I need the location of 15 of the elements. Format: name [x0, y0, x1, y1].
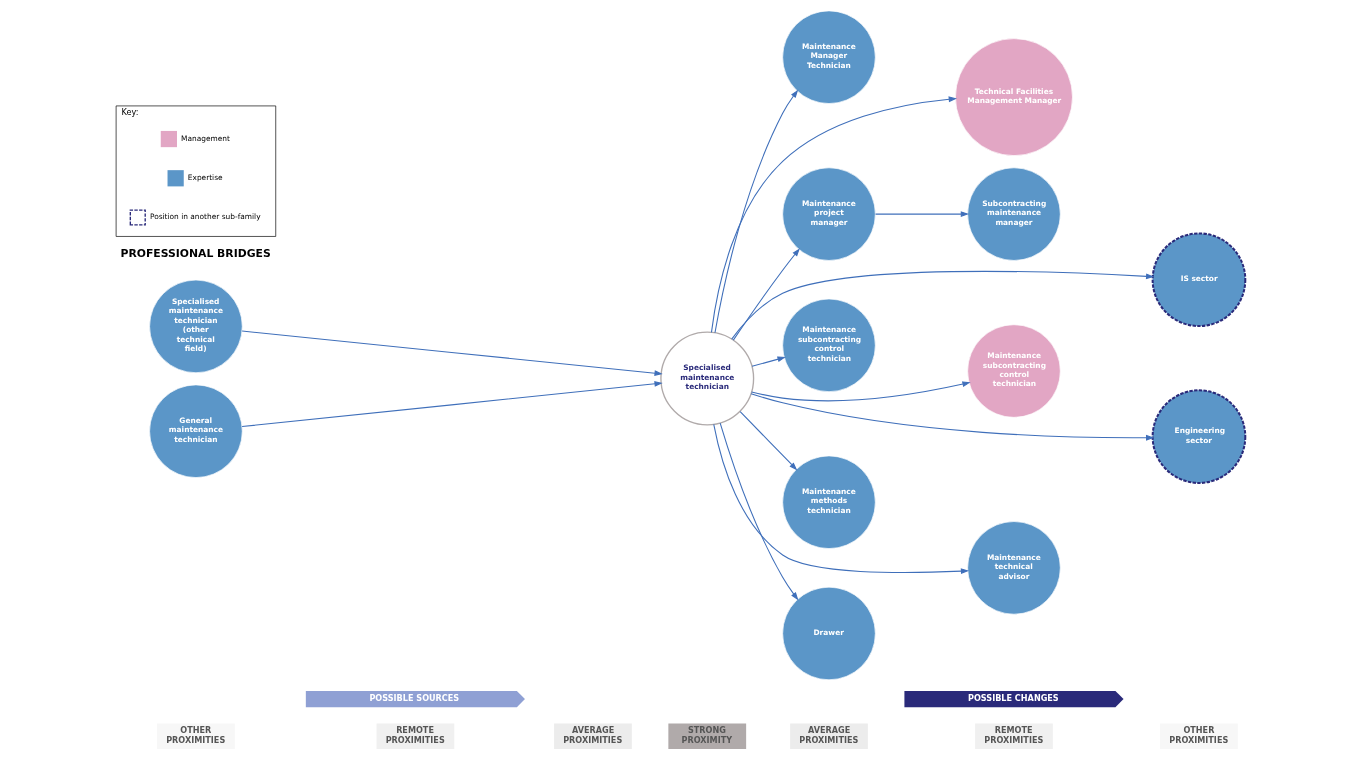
arrow — [874, 211, 969, 217]
arrow — [739, 411, 797, 471]
arrow — [730, 270, 1154, 340]
arrow — [750, 393, 1154, 441]
arrow — [712, 423, 969, 575]
arrow — [751, 356, 786, 367]
node-box: STRONG PROXIMITY — [667, 723, 746, 750]
arrow — [710, 96, 957, 333]
label: PROFESSIONAL BRIDGES — [120, 247, 271, 261]
arrow — [713, 89, 798, 334]
arrow — [241, 381, 663, 428]
arrow — [241, 330, 663, 377]
arrow — [732, 248, 800, 341]
arrow — [719, 422, 798, 601]
arrow — [750, 381, 971, 402]
